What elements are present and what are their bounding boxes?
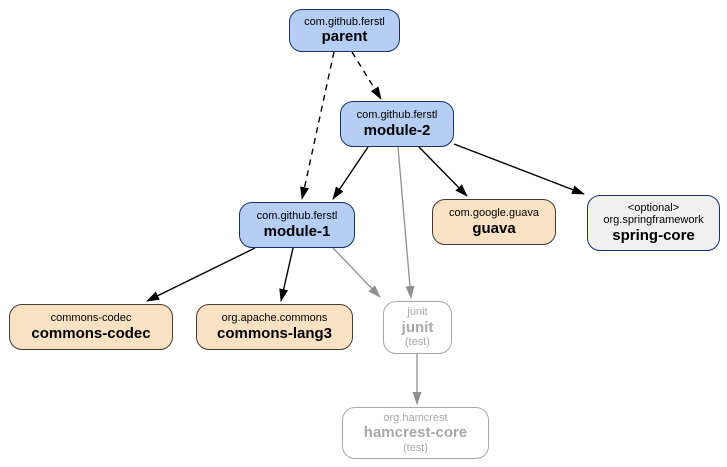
node-module-2-artifact-id: module-2 <box>363 121 431 139</box>
node-parent-artifact-id: parent <box>321 28 368 46</box>
node-commons-codec-artifact-id: commons-codec <box>31 324 151 342</box>
edge-module-2-to-spring-core <box>453 143 585 195</box>
node-module-2-group-id: com.github.ferstl <box>356 109 438 122</box>
edge-module-1-to-commons-codec <box>146 247 256 302</box>
node-guava-artifact-id: guava <box>472 219 516 237</box>
node-parent-group-id: com.github.ferstl <box>304 15 385 28</box>
node-spring-core-artifact-id: spring-core <box>612 227 695 245</box>
node-junit: junit junit (test) <box>383 301 452 354</box>
edge-module-2-to-module-1 <box>332 146 369 200</box>
edge-module-2-to-junit <box>397 146 415 299</box>
node-junit-group-id: junit <box>407 306 428 319</box>
node-spring-core: <optional> org.springframework spring-co… <box>587 195 720 251</box>
edge-module-2-to-guava <box>418 146 468 197</box>
edge-module-1-to-junit <box>332 247 381 298</box>
node-hamcrest-core-group-id: org.hamcrest <box>383 411 448 424</box>
node-commons-codec: commons-codec commons-codec <box>9 304 173 350</box>
node-junit-artifact-id: junit <box>401 318 434 336</box>
node-hamcrest-core: org.hamcrest hamcrest-core (test) <box>342 407 489 459</box>
node-parent: com.github.ferstl parent <box>289 9 400 52</box>
node-module-1: com.github.ferstl module-1 <box>239 202 355 248</box>
node-guava: com.google.guava guava <box>432 199 556 245</box>
node-hamcrest-core-scope-label: (test) <box>402 441 429 454</box>
node-commons-lang3-artifact-id: commons-lang3 <box>216 324 333 342</box>
node-commons-lang3: org.apache.commons commons-lang3 <box>196 304 353 350</box>
node-junit-scope-label: (test) <box>404 336 431 349</box>
node-spring-core-optional-label: <optional> <box>627 201 680 214</box>
node-module-1-group-id: com.github.ferstl <box>256 210 338 223</box>
edge-parent-to-module-2 <box>351 51 382 100</box>
node-commons-lang3-group-id: org.apache.commons <box>221 312 328 325</box>
node-module-2: com.github.ferstl module-2 <box>340 101 454 147</box>
node-guava-group-id: com.google.guava <box>449 207 539 220</box>
node-commons-codec-group-id: commons-codec <box>50 312 132 325</box>
edge-parent-to-module-1 <box>300 51 335 200</box>
node-spring-core-group-id: org.springframework <box>603 214 704 227</box>
edge-module-1-to-commons-lang3 <box>279 247 294 302</box>
node-module-1-artifact-id: module-1 <box>263 222 331 240</box>
node-hamcrest-core-artifact-id: hamcrest-core <box>363 424 468 442</box>
